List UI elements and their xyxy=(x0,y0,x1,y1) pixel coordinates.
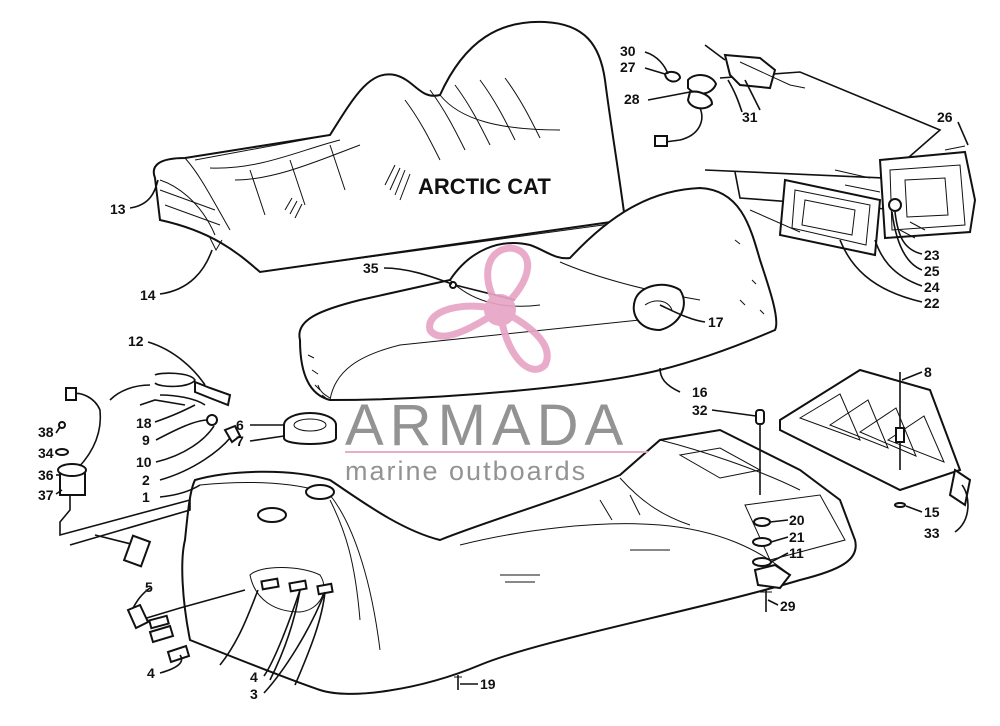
callout-37: 37 xyxy=(38,487,54,503)
fuel-pickup-assembly xyxy=(55,387,191,568)
seat-latch-bracket xyxy=(654,44,806,147)
callout-3: 3 xyxy=(250,686,258,702)
callout-19: 19 xyxy=(480,676,496,692)
callout-38: 38 xyxy=(38,424,54,440)
callout-6: 6 xyxy=(236,417,244,433)
armada-watermark: ARMADA marine outboards xyxy=(345,244,648,486)
watermark-title: ARMADA xyxy=(345,393,629,458)
callout-35: 35 xyxy=(363,260,379,276)
callout-10: 10 xyxy=(136,454,152,470)
callout-8: 8 xyxy=(924,364,932,380)
callout-32: 32 xyxy=(692,402,708,418)
callout-18: 18 xyxy=(136,415,152,431)
leader-lines xyxy=(55,51,969,694)
callout-4-left: 4 xyxy=(147,665,155,681)
callout-30: 30 xyxy=(620,43,636,59)
callout-23: 23 xyxy=(924,247,940,263)
callout-31: 31 xyxy=(742,109,758,125)
callout-26: 26 xyxy=(937,109,953,125)
watermark-subtitle: marine outboards xyxy=(345,456,587,486)
callout-1: 1 xyxy=(142,489,150,505)
seat-foam xyxy=(298,186,778,402)
callout-11: 11 xyxy=(789,545,804,561)
callout-21: 21 xyxy=(789,529,805,545)
callout-29: 29 xyxy=(780,598,796,614)
callout-36: 36 xyxy=(38,467,54,483)
running-board xyxy=(779,368,972,507)
seat-branding: ARCTIC CAT xyxy=(418,174,551,199)
callout-16: 16 xyxy=(692,384,708,400)
armada-propeller-logo xyxy=(426,244,551,373)
callout-34: 34 xyxy=(38,445,54,461)
callout-33: 33 xyxy=(924,525,940,541)
fuel-tank xyxy=(181,428,857,695)
callout-25: 25 xyxy=(924,263,940,279)
fuel-cap xyxy=(283,412,337,445)
callout-22: 22 xyxy=(924,295,940,311)
callout-15: 15 xyxy=(924,504,940,520)
callout-7: 7 xyxy=(236,433,244,449)
vent-line-parts xyxy=(109,372,242,444)
callout-5: 5 xyxy=(145,579,153,595)
callout-17: 17 xyxy=(708,314,724,330)
callout-labels: 30 27 28 31 26 13 14 35 17 23 25 24 22 1… xyxy=(38,43,953,702)
callout-13: 13 xyxy=(110,201,126,217)
callout-27: 27 xyxy=(620,59,636,75)
seat-cover xyxy=(152,20,627,274)
fuel-line-parts xyxy=(126,577,334,686)
callout-24: 24 xyxy=(924,279,940,295)
callout-28: 28 xyxy=(624,91,640,107)
callout-20: 20 xyxy=(789,512,805,528)
callout-4-bottom: 4 xyxy=(250,669,258,685)
callout-2: 2 xyxy=(142,472,150,488)
callout-14: 14 xyxy=(140,287,156,303)
callout-9: 9 xyxy=(142,432,150,448)
callout-12: 12 xyxy=(128,333,144,349)
